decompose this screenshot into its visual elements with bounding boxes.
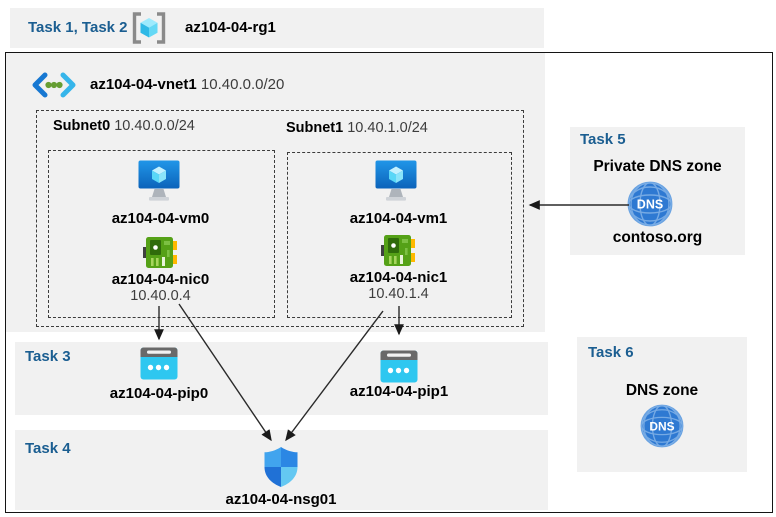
dns-icon-text: DNS xyxy=(637,198,663,212)
private-dns-zone-icon: DNS xyxy=(627,181,673,227)
nic0-name: az104-04-nic0 xyxy=(111,271,210,288)
pip0-name: az104-04-pip0 xyxy=(109,385,209,402)
subnet1-name: Subnet1 xyxy=(286,120,344,136)
subnet0-cidr: 10.40.0.0/24 xyxy=(114,118,195,134)
subnet1-cidr: 10.40.1.0/24 xyxy=(347,120,428,136)
vm1-name: az104-04-vm1 xyxy=(349,210,448,227)
resource-group-band xyxy=(10,8,544,48)
virtual-network-icon xyxy=(32,72,76,98)
subnets-group-box xyxy=(36,110,524,327)
pip0-icon xyxy=(140,347,178,380)
pip1-name: az104-04-pip1 xyxy=(349,383,449,400)
dns-icon-text: DNS xyxy=(649,419,674,433)
vnet-name: az104-04-vnet1 xyxy=(90,76,197,93)
pip1-icon xyxy=(380,350,418,383)
vm1-icon xyxy=(375,160,417,201)
dns-zone-title: DNS zone xyxy=(625,382,699,399)
vm0-icon xyxy=(138,160,180,201)
nic1-icon xyxy=(381,235,415,266)
private-dns-zone-title: Private DNS zone xyxy=(593,158,722,175)
task3-label: Task 3 xyxy=(25,348,71,365)
nsg-shield-icon xyxy=(264,447,298,487)
task5-label: Task 5 xyxy=(580,131,626,148)
dns-zone-icon: DNS xyxy=(640,404,684,448)
vm0-name: az104-04-vm0 xyxy=(111,210,210,227)
vnet-cidr: 10.40.0.0/20 xyxy=(200,76,285,93)
nic1-name: az104-04-nic1 xyxy=(349,269,448,286)
subnet0-name: Subnet0 xyxy=(53,118,111,134)
task4-label: Task 4 xyxy=(25,440,71,457)
resource-group-icon xyxy=(132,12,166,44)
task3-panel xyxy=(15,342,548,415)
subnet0-box xyxy=(48,150,275,318)
nic0-ip: 10.40.0.4 xyxy=(130,288,191,304)
nic1-ip: 10.40.1.4 xyxy=(368,286,429,302)
nic0-icon xyxy=(143,237,177,268)
task6-label: Task 6 xyxy=(588,344,634,361)
vnet-container xyxy=(6,53,545,332)
task6-panel xyxy=(577,337,747,472)
private-dns-zone-name: contoso.org xyxy=(612,229,703,246)
task-1-2-label: Task 1, Task 2 xyxy=(28,19,128,36)
nsg-name: az104-04-nsg01 xyxy=(225,491,337,508)
resource-group-name: az104-04-rg1 xyxy=(185,19,276,36)
